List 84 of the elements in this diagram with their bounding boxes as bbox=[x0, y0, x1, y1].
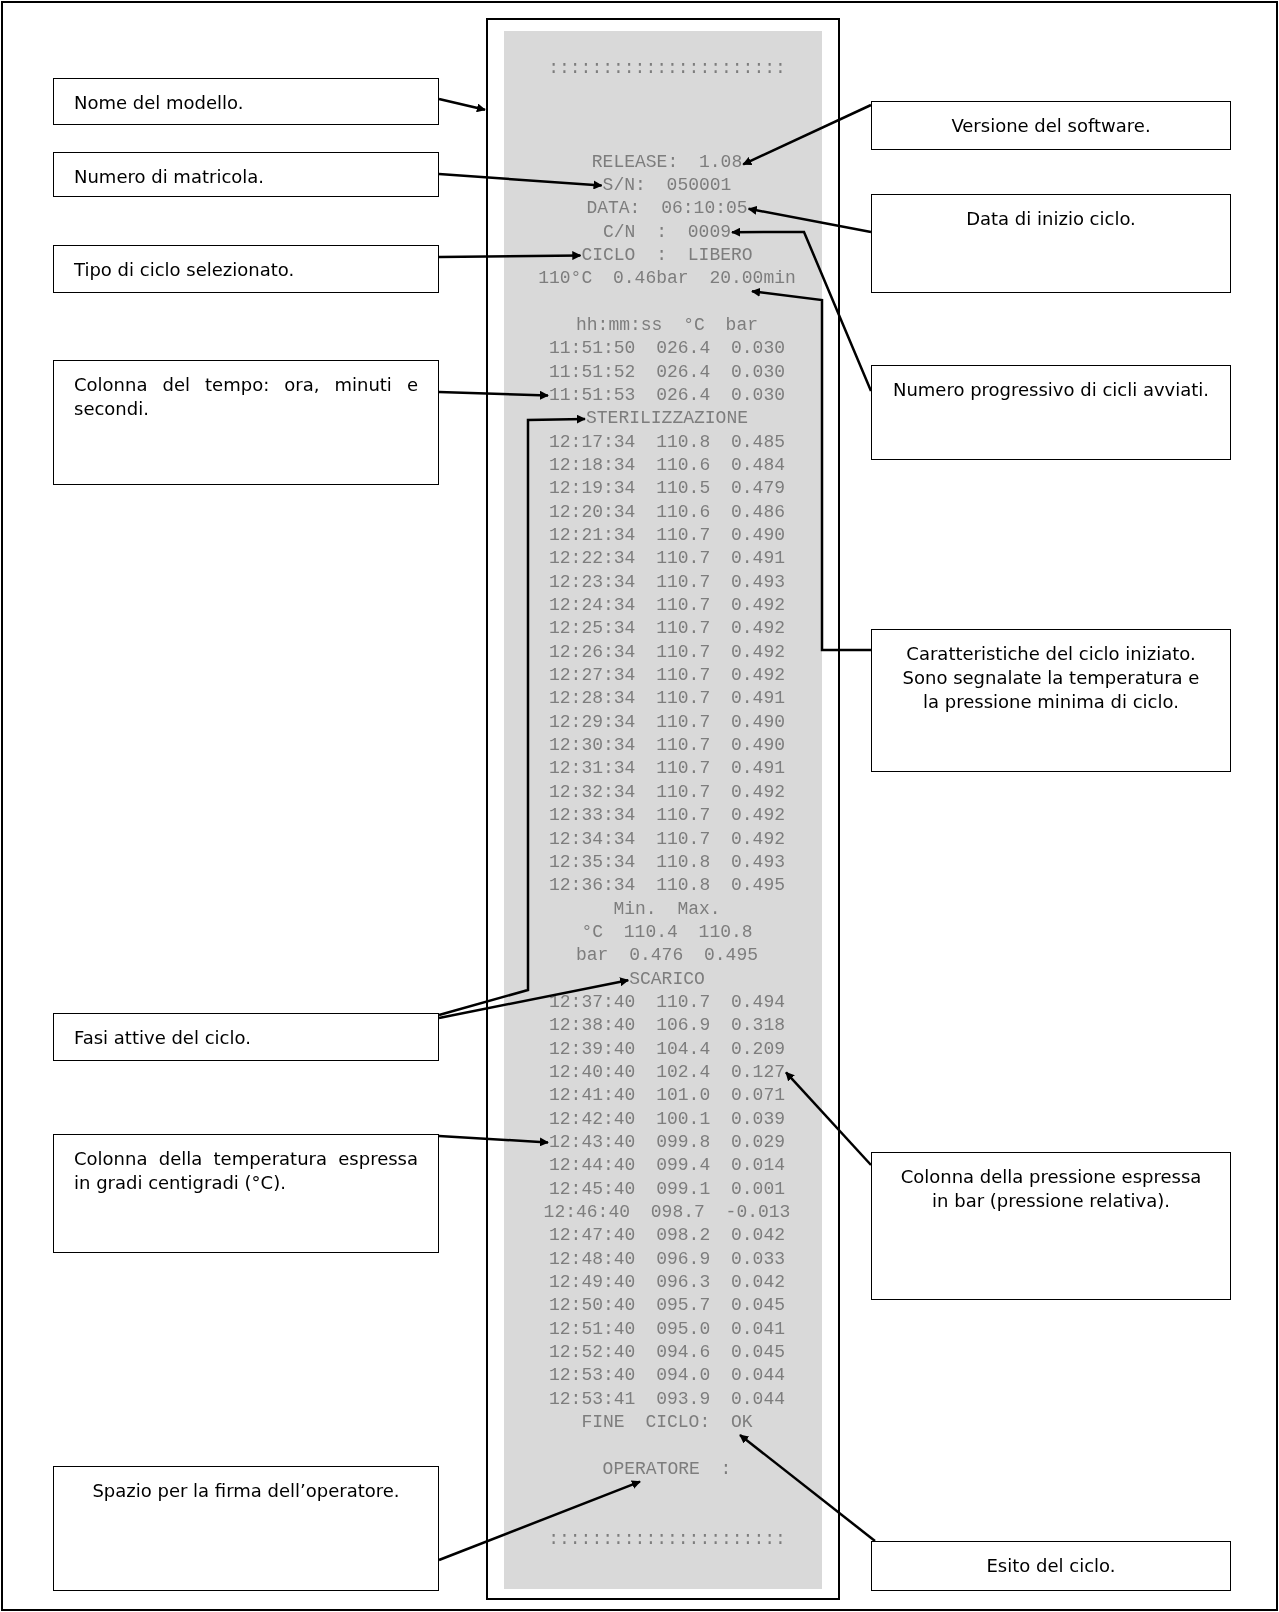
printout-line: 12:36:34 110.8 0.495 bbox=[549, 874, 785, 898]
printout-line: 12:26:34 110.7 0.492 bbox=[549, 640, 785, 664]
printout-line: FINE CICLO: OK bbox=[581, 1411, 753, 1434]
printout-line: 12:27:34 110.7 0.492 bbox=[549, 664, 785, 688]
printout-line: C/N : 0009 bbox=[603, 220, 731, 244]
printout-line: 12:37:40 110.7 0.494 bbox=[549, 990, 785, 1014]
printout-line: 12:41:40 101.0 0.071 bbox=[549, 1084, 785, 1108]
arrow bbox=[438, 977, 630, 1020]
printout-line: 12:38:40 106.9 0.318 bbox=[549, 1014, 785, 1038]
printout-line: DATA: 06:10:05 bbox=[586, 197, 748, 221]
printout-line: :::::::::::::::::::::: bbox=[548, 1527, 786, 1551]
printout-line: S/N: 050001 bbox=[602, 173, 732, 197]
printout-line: 12:17:34 110.8 0.485 bbox=[549, 430, 785, 454]
printout-line: RELEASE: 1.08 bbox=[591, 150, 743, 174]
printout-line: 12:20:34 110.6 0.486 bbox=[549, 500, 785, 524]
printout-line: CICLO : LIBERO bbox=[581, 244, 753, 267]
printout-line: 11:51:52 026.4 0.030 bbox=[549, 360, 785, 384]
arrow bbox=[438, 414, 586, 1017]
printout-line: 12:31:34 110.7 0.491 bbox=[549, 757, 785, 781]
callout-box: Colonna della pressione espressa in bar (pressione relativa). bbox=[871, 1152, 1231, 1300]
printout-line: 12:53:40 094.0 0.044 bbox=[549, 1364, 785, 1388]
arrow bbox=[742, 103, 872, 166]
printout-line: 12:45:40 099.1 0.001 bbox=[549, 1177, 785, 1201]
printout-line: 12:29:34 110.7 0.490 bbox=[549, 710, 785, 734]
printout-line: 12:25:34 110.7 0.492 bbox=[549, 617, 785, 641]
printout-line: 12:44:40 099.4 0.014 bbox=[549, 1154, 785, 1178]
printout-line: 12:24:34 110.7 0.492 bbox=[549, 594, 785, 618]
printout-line: 12:30:34 110.7 0.490 bbox=[549, 734, 785, 758]
arrow bbox=[438, 97, 486, 113]
printout-line: STERILIZZAZIONE bbox=[586, 407, 748, 431]
printout-line: 110°C 0.46bar 20.00min bbox=[538, 267, 796, 291]
callout-box: Esito del ciclo. bbox=[871, 1541, 1231, 1591]
printout-line: 12:53:41 093.9 0.044 bbox=[549, 1387, 785, 1411]
printout-line: Min. Max. bbox=[613, 897, 721, 921]
printout-line: 12:22:34 110.7 0.491 bbox=[549, 547, 785, 571]
printout-line: 12:34:34 110.7 0.492 bbox=[549, 827, 785, 851]
callout-box: Colonna della temperatura espressa in gradi centigradi (°C). bbox=[53, 1134, 439, 1253]
printout-line: 12:35:34 110.8 0.493 bbox=[549, 850, 785, 874]
printout-line: 12:48:40 096.9 0.033 bbox=[549, 1247, 785, 1271]
arrow bbox=[739, 1434, 876, 1542]
arrow bbox=[785, 1071, 872, 1166]
printout-line: bar 0.476 0.495 bbox=[576, 944, 758, 968]
arrow bbox=[751, 287, 871, 652]
printout-line: OPERATORE : bbox=[602, 1457, 732, 1481]
printout-line: 12:39:40 104.4 0.209 bbox=[549, 1037, 785, 1061]
arrow bbox=[438, 1134, 549, 1147]
arrow bbox=[731, 227, 873, 392]
printout-line: 12:50:40 095.7 0.045 bbox=[549, 1294, 785, 1318]
printout-line: 12:32:34 110.7 0.492 bbox=[549, 780, 785, 804]
arrow bbox=[747, 205, 872, 234]
printout-line: 12:43:40 099.8 0.029 bbox=[549, 1130, 785, 1154]
arrow bbox=[438, 1480, 641, 1562]
arrow bbox=[438, 390, 549, 400]
printout-line: 12:51:40 095.0 0.041 bbox=[549, 1317, 785, 1341]
callout-box: Colonna del tempo: ora, minuti e secondi. bbox=[53, 360, 439, 485]
callout-box: Versione del software. bbox=[871, 101, 1231, 150]
printout-line: 12:49:40 096.3 0.042 bbox=[549, 1270, 785, 1294]
printout-line: hh:mm:ss °C bar bbox=[576, 314, 758, 337]
printout-line: SCARICO bbox=[629, 967, 705, 991]
printout-line: 12:47:40 098.2 0.042 bbox=[549, 1224, 785, 1248]
callout-box: Caratteristiche del ciclo iniziato. Sono segnalate la temperatura e la pressione minima di ciclo. bbox=[871, 629, 1231, 772]
arrow bbox=[438, 172, 603, 190]
printout-line: 12:21:34 110.7 0.490 bbox=[549, 524, 785, 548]
printout-line: 12:40:40 102.4 0.127 bbox=[549, 1060, 785, 1084]
printout-line: 12:42:40 100.1 0.039 bbox=[549, 1107, 785, 1131]
arrow bbox=[439, 251, 582, 261]
callout-box: Nome del modello. bbox=[53, 78, 439, 125]
callout-box: Data di inizio ciclo. bbox=[871, 194, 1231, 293]
printout-line: 11:51:53 026.4 0.030 bbox=[549, 384, 785, 408]
callout-box: Numero progressivo di cicli avviati. bbox=[871, 365, 1231, 460]
printout-line: 12:19:34 110.5 0.479 bbox=[549, 477, 785, 501]
printout-line: 12:18:34 110.6 0.484 bbox=[549, 454, 785, 478]
printout-line: 12:46:40 098.7 -0.013 bbox=[543, 1200, 791, 1224]
printout-line: 11:51:50 026.4 0.030 bbox=[549, 337, 785, 361]
printout-line: :::::::::::::::::::::: bbox=[548, 57, 786, 81]
printout-line: 12:52:40 094.6 0.045 bbox=[549, 1340, 785, 1364]
printout-line: °C 110.4 110.8 bbox=[581, 920, 753, 944]
callout-box: Fasi attive del ciclo. bbox=[53, 1013, 439, 1061]
printout-line: 12:28:34 110.7 0.491 bbox=[549, 687, 785, 711]
printout-line: 12:23:34 110.7 0.493 bbox=[549, 570, 785, 594]
printout-line: 12:33:34 110.7 0.492 bbox=[549, 804, 785, 828]
callout-box: Tipo di ciclo selezionato. bbox=[53, 245, 439, 293]
callout-box: Spazio per la firma dell’operatore. bbox=[53, 1466, 439, 1591]
callout-box: Numero di matricola. bbox=[53, 152, 439, 197]
